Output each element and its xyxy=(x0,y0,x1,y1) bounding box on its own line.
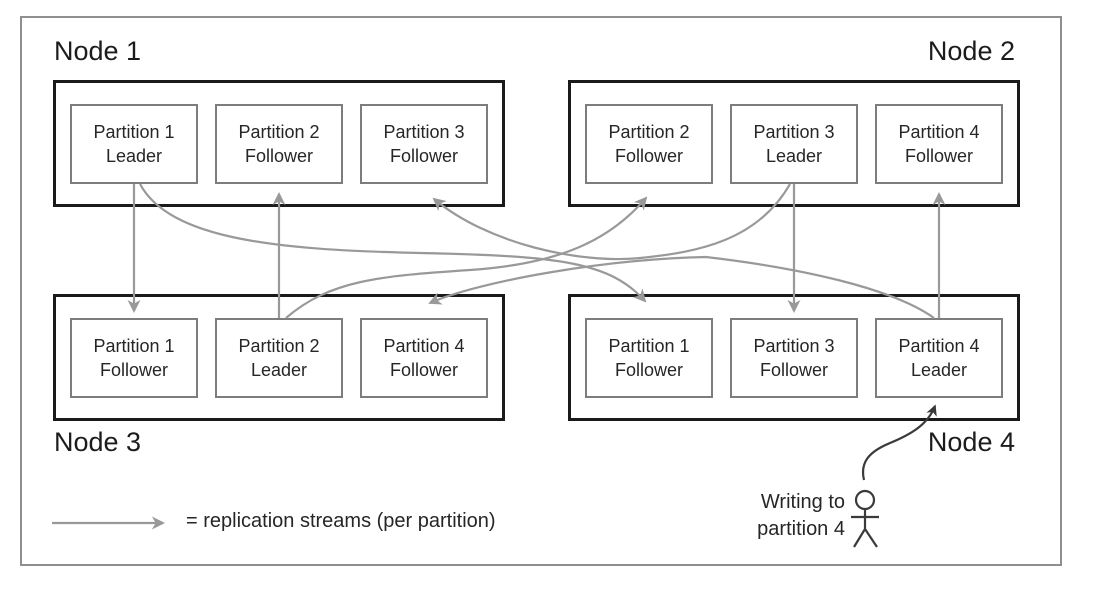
partition-1-follower-node-3: Partition 1 Follower xyxy=(70,318,198,398)
partition-2-follower-node-2: Partition 2 Follower xyxy=(585,104,713,184)
partition-role: Follower xyxy=(614,360,684,380)
partition-1-follower-node-4: Partition 1 Follower xyxy=(585,318,713,398)
node-4-label: Node 4 xyxy=(927,427,1015,457)
partition-role: Follower xyxy=(759,360,829,380)
node-3-label: Node 3 xyxy=(54,427,142,457)
partition-3-leader-node-2: Partition 3 Leader xyxy=(730,104,858,184)
writer-annotation: Writing to partition 4 xyxy=(757,489,845,543)
partition-4-follower-node-2: Partition 4 Follower xyxy=(875,104,1003,184)
partition-role: Follower xyxy=(614,146,684,166)
partition-name: Partition 1 xyxy=(93,122,175,142)
node-1-box: Partition 1 Leader Partition 2 Follower … xyxy=(53,80,505,207)
partition-name: Partition 3 xyxy=(753,336,835,356)
partition-4-follower-node-3: Partition 4 Follower xyxy=(360,318,488,398)
partition-name: Partition 4 xyxy=(898,336,980,356)
node-2-label: Node 2 xyxy=(927,36,1015,66)
writer-annotation-line1: Writing to xyxy=(760,491,845,513)
partition-name: Partition 2 xyxy=(238,122,320,142)
legend-label: = replication streams (per partition) xyxy=(186,510,496,532)
partition-role: Follower xyxy=(389,360,459,380)
node-4-box: Partition 1 Follower Partition 3 Followe… xyxy=(568,294,1020,421)
partition-3-follower-node-4: Partition 3 Follower xyxy=(730,318,858,398)
partition-name: Partition 2 xyxy=(608,122,690,142)
node-3-box: Partition 1 Follower Partition 2 Leader … xyxy=(53,294,505,421)
partition-name: Partition 2 xyxy=(238,336,320,356)
partition-role: Follower xyxy=(904,146,974,166)
partition-role: Leader xyxy=(250,360,308,380)
partition-3-follower-node-1: Partition 3 Follower xyxy=(360,104,488,184)
figure-border xyxy=(20,16,1062,566)
partition-role: Follower xyxy=(389,146,459,166)
partition-2-follower-node-1: Partition 2 Follower xyxy=(215,104,343,184)
partition-role: Leader xyxy=(105,146,163,166)
node-1-label: Node 1 xyxy=(54,36,142,66)
partition-name: Partition 3 xyxy=(383,122,465,142)
partition-4-leader-node-4: Partition 4 Leader xyxy=(875,318,1003,398)
partition-name: Partition 4 xyxy=(383,336,465,356)
partition-role: Leader xyxy=(910,360,968,380)
partition-role: Follower xyxy=(99,360,169,380)
partition-name: Partition 1 xyxy=(608,336,690,356)
partition-role: Leader xyxy=(765,146,823,166)
node-2-box: Partition 2 Follower Partition 3 Leader … xyxy=(568,80,1020,207)
partition-name: Partition 3 xyxy=(753,122,835,142)
partition-role: Follower xyxy=(244,146,314,166)
partition-name: Partition 4 xyxy=(898,122,980,142)
partition-2-leader-node-3: Partition 2 Leader xyxy=(215,318,343,398)
partition-1-leader-node-1: Partition 1 Leader xyxy=(70,104,198,184)
writer-annotation-line2: partition 4 xyxy=(757,518,845,540)
partition-name: Partition 1 xyxy=(93,336,175,356)
